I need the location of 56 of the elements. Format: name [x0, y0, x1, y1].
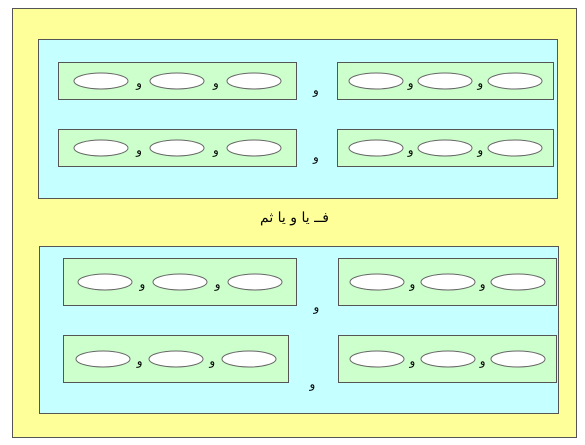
- row-box: [338, 335, 557, 383]
- conjunction-label: و: [213, 143, 219, 157]
- conjunction-label: و: [480, 354, 486, 368]
- ellipse-shape: [149, 139, 206, 157]
- ellipse-shape: [75, 350, 132, 368]
- ellipse-shape: [349, 273, 406, 291]
- row-box: [63, 335, 289, 383]
- ellipse-shape: [490, 350, 546, 368]
- ellipse-shape: [349, 350, 406, 368]
- conjunction-label: و: [136, 76, 142, 90]
- ellipse-shape: [348, 139, 404, 157]
- conjunction-label: و: [136, 143, 142, 157]
- conjunction-label: و: [209, 354, 216, 368]
- ellipse-shape: [420, 350, 476, 368]
- ellipse-shape: [417, 72, 474, 90]
- ellipse-shape: [72, 139, 129, 157]
- ellipse-shape: [487, 139, 544, 157]
- ellipse-shape: [72, 72, 129, 90]
- ellipse-shape: [227, 273, 284, 291]
- conjunction-label: و: [409, 354, 416, 368]
- conjunction-label: و: [313, 83, 319, 97]
- conjunction-label: و: [477, 76, 484, 90]
- conjunction-label: و: [213, 76, 219, 90]
- ellipse-shape: [226, 139, 282, 157]
- conjunction-label: و: [310, 377, 316, 391]
- connector-text: فــ يا و يا ثم: [259, 211, 330, 225]
- ellipse-shape: [490, 273, 546, 291]
- ellipse-shape: [152, 273, 208, 291]
- ellipse-shape: [76, 273, 133, 291]
- conjunction-label: و: [477, 143, 484, 157]
- conjunction-label: و: [408, 143, 414, 157]
- conjunction-label: و: [480, 277, 486, 291]
- ellipse-shape: [417, 139, 474, 157]
- ellipse-shape: [149, 72, 206, 90]
- row-box: [58, 129, 297, 167]
- conjunction-label: و: [139, 277, 146, 291]
- row-box: [58, 62, 297, 100]
- conjunction-label: و: [313, 150, 319, 164]
- row-box: [338, 258, 557, 306]
- ellipse-shape: [420, 273, 476, 291]
- conjunction-label: و: [409, 277, 416, 291]
- ellipse-shape: [348, 72, 404, 90]
- group-panel: [38, 39, 558, 199]
- group-panel: [39, 246, 559, 414]
- ellipse-shape: [226, 72, 282, 90]
- conjunction-label: و: [314, 300, 320, 314]
- row-box: [337, 129, 554, 167]
- row-box: [63, 258, 297, 306]
- outer-frame: [12, 8, 577, 438]
- conjunction-label: و: [214, 277, 221, 291]
- ellipse-shape: [487, 72, 544, 90]
- conjunction-label: و: [136, 354, 143, 368]
- ellipse-shape: [220, 350, 277, 368]
- row-box: [337, 62, 554, 100]
- conjunction-label: و: [408, 76, 414, 90]
- ellipse-shape: [148, 350, 204, 368]
